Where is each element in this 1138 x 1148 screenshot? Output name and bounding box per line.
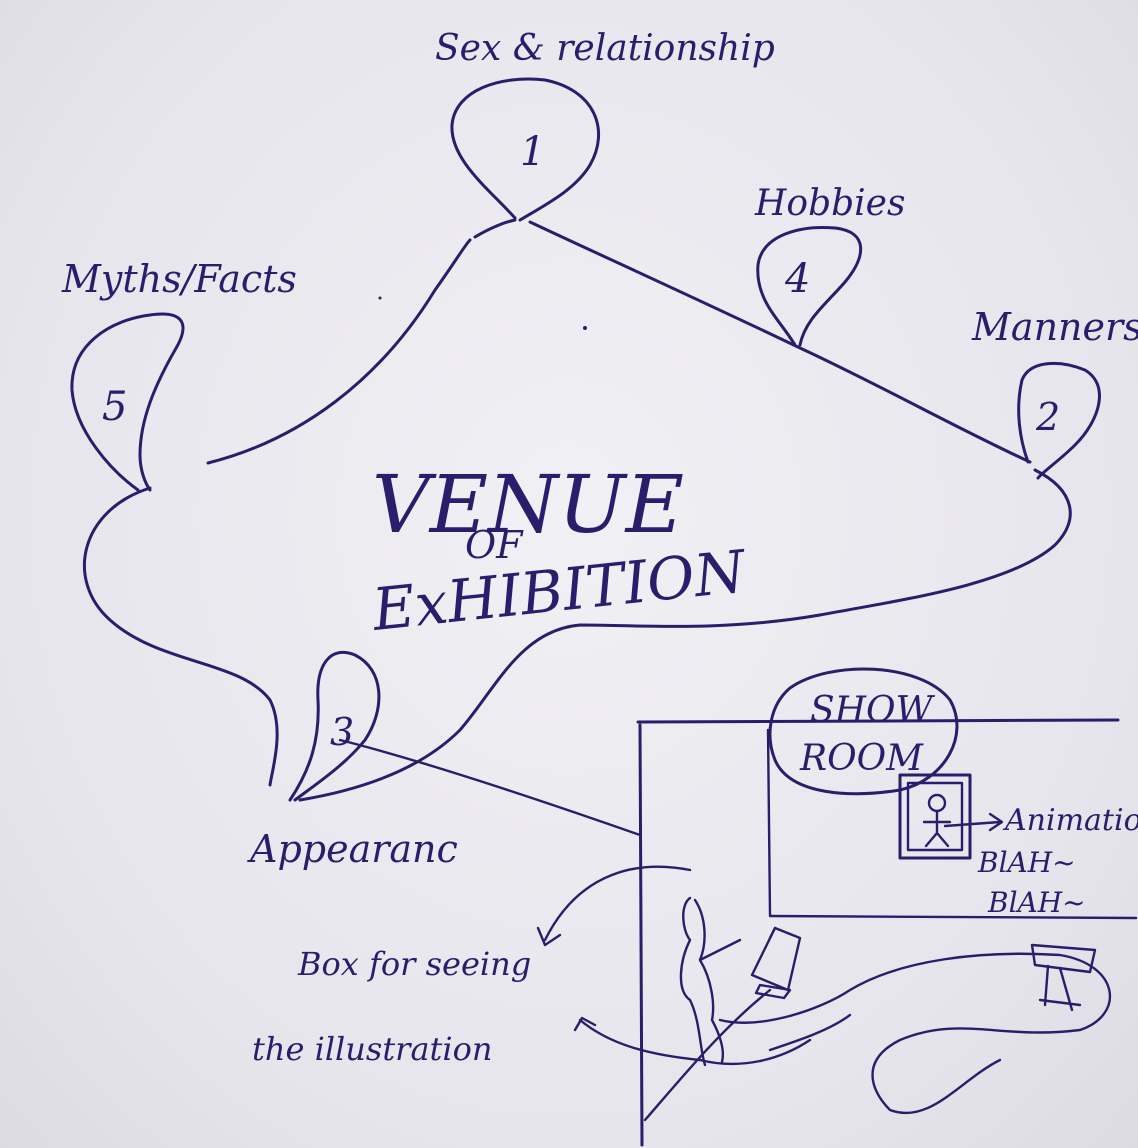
marker-2-label: Manners xyxy=(971,305,1138,349)
showroom-frame xyxy=(636,718,1138,1147)
marker-3-pin xyxy=(288,650,381,802)
marker-1-pin xyxy=(450,77,600,222)
box-note-line1: Box for seeing xyxy=(297,945,531,983)
marker-5-pin xyxy=(70,312,185,492)
viewing-box xyxy=(750,926,802,1000)
projector-icon xyxy=(1030,943,1097,1012)
marker-2-number: 2 xyxy=(1035,395,1060,439)
animation-arrow xyxy=(943,812,1004,832)
showroom-bubble xyxy=(768,667,959,796)
animation-label: Animation xyxy=(1002,803,1138,838)
marker-1-number: 1 xyxy=(520,129,545,175)
projection-beam xyxy=(698,952,1112,1115)
marker-5-label: Myths/Facts xyxy=(61,257,297,301)
marker-2-pin xyxy=(1017,361,1101,480)
showroom-line2: ROOM xyxy=(799,738,924,779)
visitor-figure-icon xyxy=(679,896,742,1067)
venue-of: OF xyxy=(465,523,524,567)
ink-speck xyxy=(378,296,382,300)
marker-3-label: Appearanc xyxy=(247,827,458,871)
connector-line xyxy=(338,738,642,837)
animation-screen xyxy=(898,773,972,860)
marker-5-number: 5 xyxy=(102,384,127,430)
showroom-line1: SHOW xyxy=(810,690,936,731)
marker-4-pin xyxy=(756,226,863,347)
box-note-line2: the illustration xyxy=(252,1030,493,1068)
ink-speck xyxy=(583,326,587,330)
marker-4-label: Hobbies xyxy=(754,183,905,224)
curved-arrow-top xyxy=(536,865,692,947)
venue-title: VENUE xyxy=(372,458,684,551)
animation-sound-2: BlAH~ xyxy=(987,886,1086,919)
curved-arrow-bottom xyxy=(573,1016,702,1062)
venue-outline xyxy=(82,218,1072,802)
animation-sound-1: BlAH~ xyxy=(977,846,1076,879)
marker-1-label: Sex & relationship xyxy=(435,28,775,69)
marker-3-number: 3 xyxy=(330,710,354,754)
marker-4-number: 4 xyxy=(784,256,810,302)
